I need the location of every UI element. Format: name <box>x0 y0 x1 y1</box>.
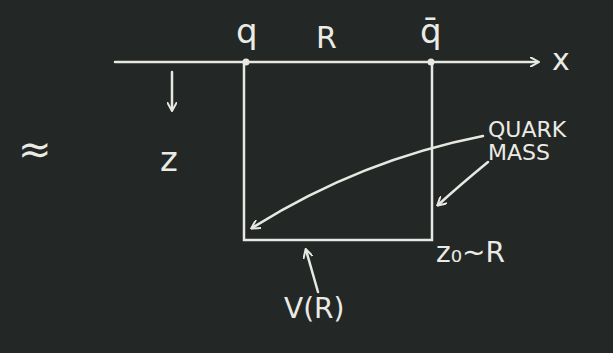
axis-label: x <box>552 44 570 76</box>
z-axis-arrow <box>171 72 174 110</box>
separation-label: R <box>316 22 337 54</box>
antiquark-dot <box>428 59 435 66</box>
axis-label: z <box>160 142 178 178</box>
leader-line <box>306 250 318 292</box>
quark-label: q <box>236 14 258 50</box>
x-axis <box>115 61 538 64</box>
potential-label: V(R) <box>284 294 344 323</box>
wilson-loop-rectangle <box>244 62 432 240</box>
antiquark-label: q̄ <box>420 14 442 50</box>
leader-line <box>252 136 483 228</box>
approx-symbol: ≈ <box>18 128 52 170</box>
callout-text: QUARK MASS <box>488 118 600 164</box>
depth-label: z₀~R <box>436 238 505 267</box>
quark-dot <box>243 59 250 66</box>
leader-line <box>438 162 488 205</box>
